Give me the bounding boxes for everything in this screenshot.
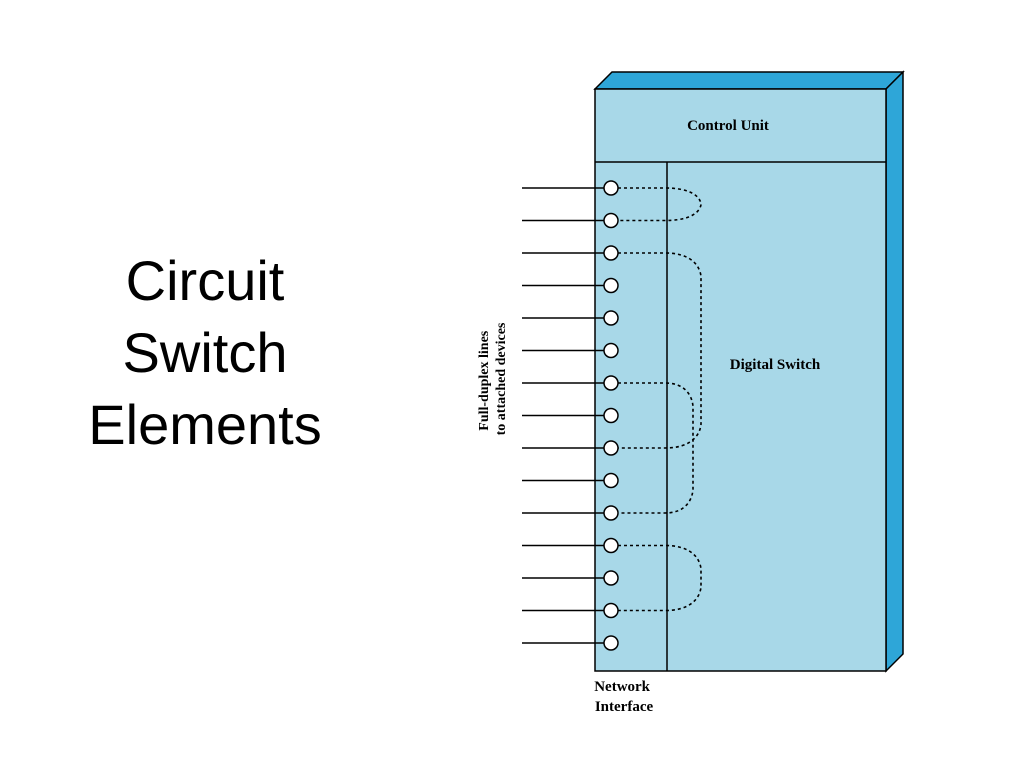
slide-title: Circuit Switch Elements bbox=[40, 245, 370, 461]
port-circle bbox=[603, 310, 619, 326]
port-circle bbox=[603, 375, 619, 391]
lines-label: Full-duplex lines to attached devices bbox=[477, 322, 509, 435]
port-circle bbox=[603, 277, 619, 294]
switch-connection-path bbox=[618, 382, 694, 514]
port-circle bbox=[603, 602, 619, 619]
switch-connection-path bbox=[618, 187, 702, 222]
port-circle bbox=[603, 472, 619, 489]
port-circle bbox=[603, 570, 619, 586]
slide-title-line: Switch bbox=[122, 321, 288, 384]
switch-connections bbox=[618, 187, 702, 612]
control-unit-label: Control Unit bbox=[687, 118, 769, 134]
port-circle bbox=[603, 212, 619, 229]
switch-box-front bbox=[594, 88, 887, 672]
switch-connection-path bbox=[618, 544, 702, 612]
lines-label-line: to attached devices bbox=[494, 322, 509, 435]
port-circle bbox=[603, 440, 619, 456]
slide-title-line: Circuit bbox=[125, 249, 285, 312]
switch-box-top-face bbox=[593, 71, 905, 90]
lines-label-line: Full-duplex lines bbox=[477, 330, 492, 431]
slide-title-line: Elements bbox=[88, 393, 322, 456]
port-circle bbox=[603, 180, 619, 196]
port-circle bbox=[603, 505, 619, 521]
digital-switch-label: Digital Switch bbox=[730, 357, 821, 373]
network-interface-label: Network Interface bbox=[594, 679, 654, 715]
network-interface-label-line: Network bbox=[594, 679, 650, 695]
lines-label-group: Full-duplex lines to attached devices bbox=[477, 322, 509, 435]
port-circle bbox=[603, 245, 619, 261]
ports bbox=[522, 180, 619, 651]
network-interface-label-line: Interface bbox=[595, 699, 654, 715]
port-circle bbox=[603, 407, 619, 424]
switch-box-side-face bbox=[885, 70, 904, 673]
port-circle bbox=[603, 342, 619, 359]
port-circle bbox=[603, 537, 619, 554]
port-circle bbox=[603, 635, 619, 651]
switch-connection-path bbox=[618, 252, 702, 449]
